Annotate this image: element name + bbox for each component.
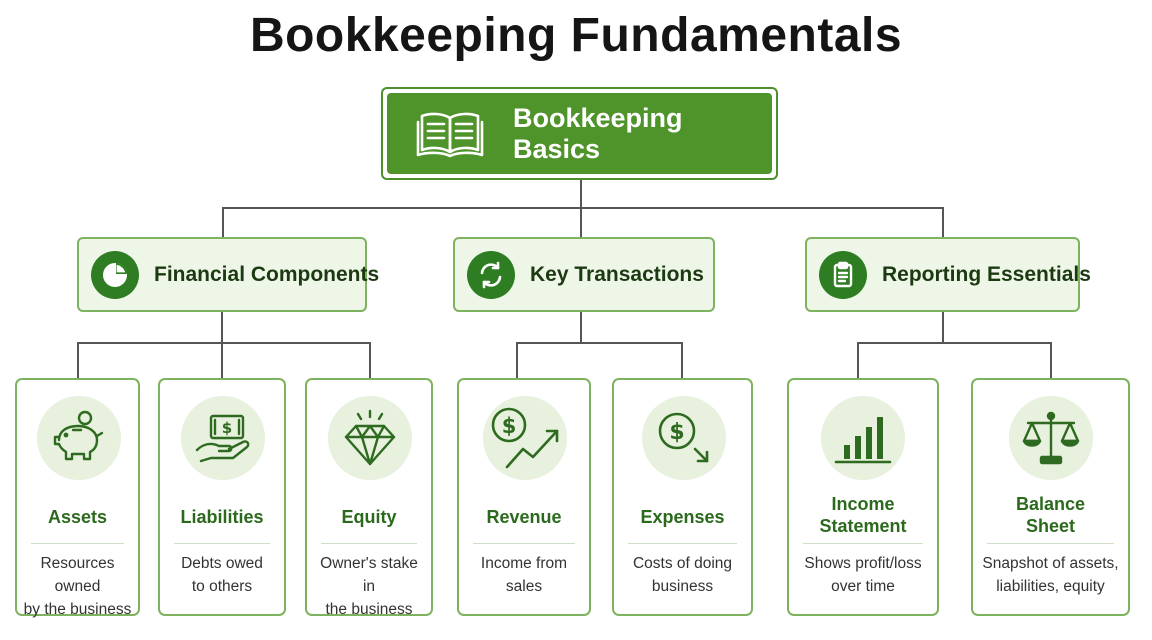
divider xyxy=(628,543,737,544)
category-key-transactions: Key Transactions xyxy=(453,237,715,312)
svg-text:$: $ xyxy=(222,419,232,437)
card-description: Snapshot of assets,liabilities, equity xyxy=(982,555,1119,595)
category-financial-components: Financial Components xyxy=(77,237,379,312)
divider xyxy=(31,543,124,544)
hand-money-icon: $ xyxy=(181,396,265,480)
divider xyxy=(174,543,270,544)
dollar-down-arrow-icon: $ xyxy=(642,396,726,480)
divider xyxy=(473,543,575,544)
diamond-icon xyxy=(328,396,412,480)
category-label: Reporting Essentials xyxy=(882,262,1091,286)
scale-icon xyxy=(1009,396,1093,480)
svg-text:$: $ xyxy=(502,414,517,438)
category-reporting-essentials: Reporting Essentials xyxy=(805,237,1091,312)
card-description: Income from sales xyxy=(480,555,568,595)
page-title: Bookkeeping Fundamentals xyxy=(249,9,903,62)
card-title: Equity xyxy=(341,507,397,527)
dollar-up-arrow-icon: $ xyxy=(483,396,567,480)
divider xyxy=(803,543,923,544)
category-label: Key Transactions xyxy=(530,262,704,286)
refresh-arrows-icon xyxy=(467,250,515,299)
card-title: Expenses xyxy=(640,507,725,527)
svg-text:$: $ xyxy=(669,420,684,445)
root-node: Bookkeeping Basics xyxy=(381,87,778,180)
bar-chart-icon xyxy=(821,396,905,480)
card-title: Assets xyxy=(47,507,108,527)
category-label: Financial Components xyxy=(154,262,380,286)
pie-chart-icon xyxy=(91,250,139,299)
divider xyxy=(987,543,1114,544)
clipboard-icon xyxy=(819,250,867,299)
piggy-bank-icon xyxy=(37,396,121,480)
card-title: Revenue xyxy=(486,507,562,527)
card-revenue: $ Revenue Income from sales xyxy=(457,378,591,616)
divider xyxy=(321,543,417,544)
card-title: Liabilities xyxy=(180,507,264,527)
root-label: Bookkeeping Basics xyxy=(513,102,683,164)
open-book-icon xyxy=(415,110,485,158)
